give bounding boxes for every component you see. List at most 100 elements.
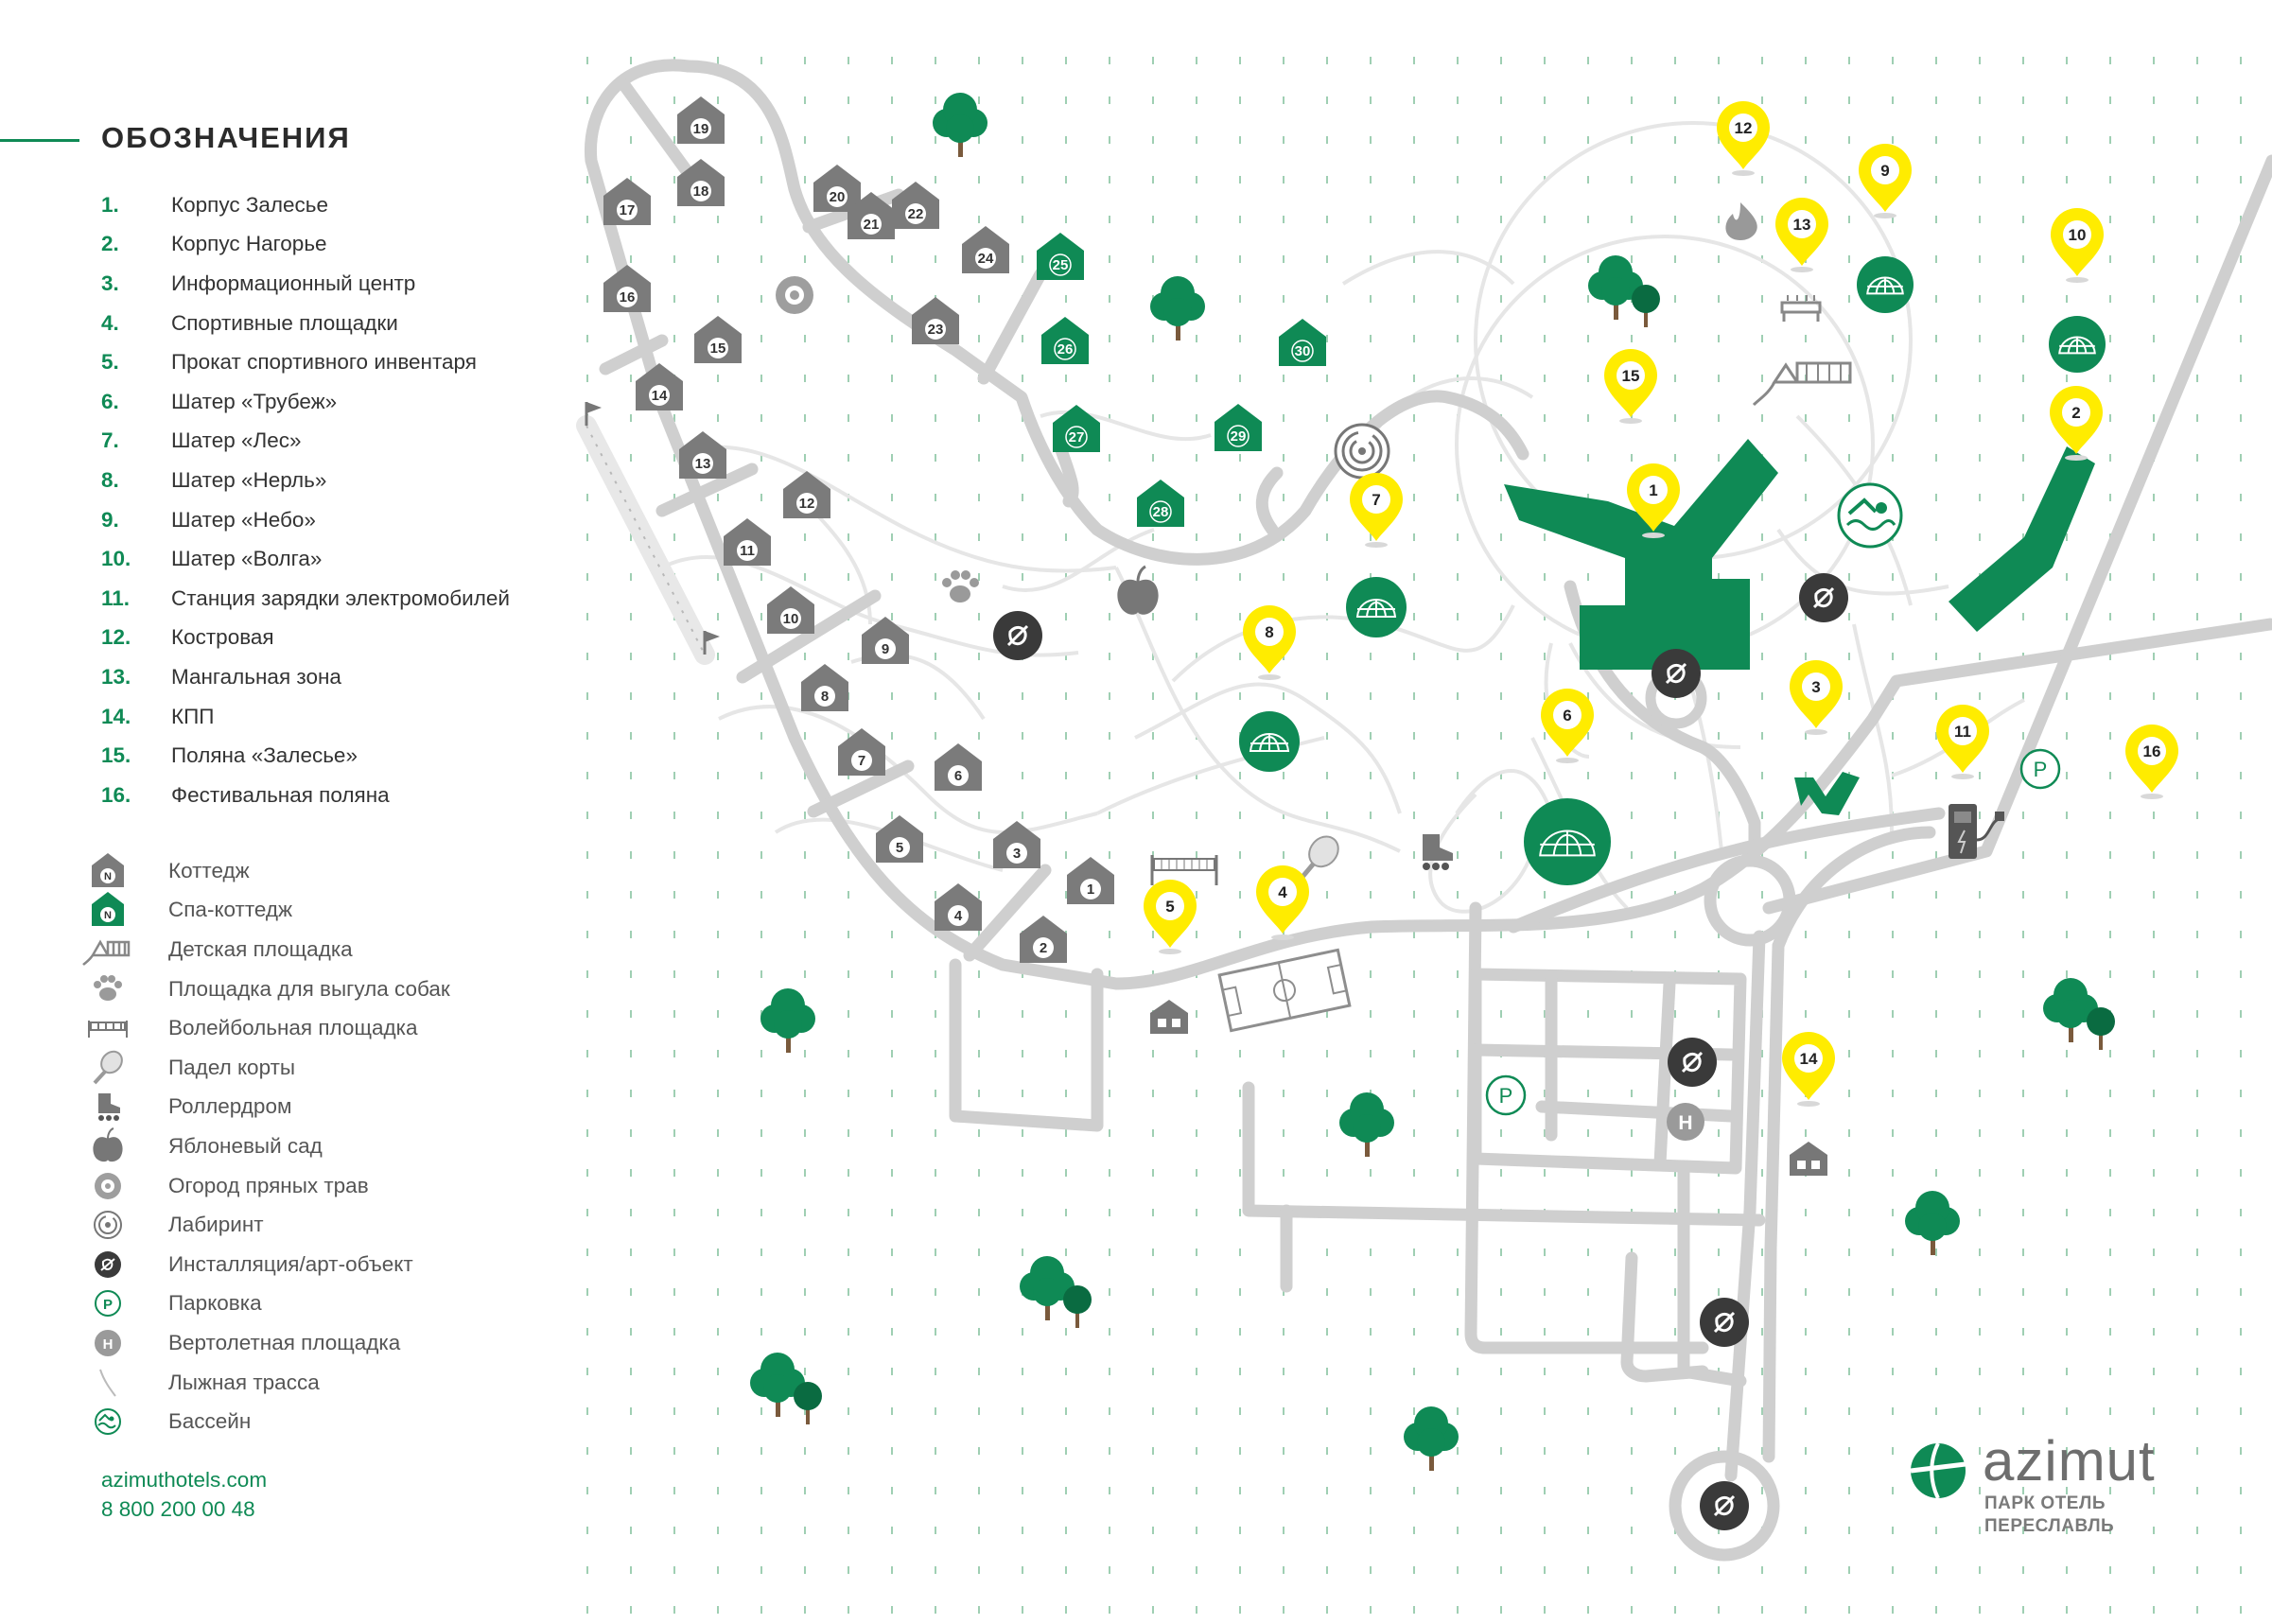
legend-item: 11.Станция зарядки электромобилей	[101, 579, 510, 619]
brand-name: azimut	[1983, 1429, 2156, 1493]
symbol-item-label: Коттедж	[168, 858, 250, 882]
location-pin[interactable]: 8	[1243, 605, 1296, 680]
location-pin[interactable]: 4	[1256, 865, 1309, 940]
art-objects	[993, 573, 1848, 1530]
south-loop	[1669, 1450, 1780, 1562]
pin-number: 11	[1954, 723, 1971, 741]
legend-item-number: 10.	[101, 547, 131, 571]
location-pin[interactable]: 7	[1350, 473, 1403, 548]
ski-track	[576, 402, 720, 665]
legend-item-label: Станция зарядки электромобилей	[171, 585, 510, 610]
symbol-item: Лабиринт	[87, 1205, 450, 1245]
location-pin[interactable]: 9	[1859, 144, 1912, 218]
pin-number: 12	[1735, 119, 1753, 137]
playground-icon	[82, 933, 131, 967]
contacts: azimuthotels.com 8 800 200 00 48	[101, 1465, 267, 1524]
checkpoint-gatehouse	[1790, 1142, 1827, 1176]
legend-item-number: 7.	[101, 428, 119, 453]
location-pin[interactable]: 3	[1790, 660, 1843, 735]
cottage-icon: 21	[848, 192, 895, 239]
cottage-number: 24	[978, 251, 994, 267]
pool-icon	[87, 1405, 129, 1439]
pin-number: 9	[1880, 162, 1889, 180]
location-pin[interactable]: 2	[2050, 386, 2103, 461]
spa-cottage-icon: 27	[1053, 405, 1100, 452]
cottage-number: 8	[821, 689, 829, 705]
tree-icon	[1150, 276, 1205, 341]
cottage-number: 6	[954, 768, 962, 784]
tent-icon	[1346, 577, 1407, 637]
roundabout	[1704, 854, 1796, 947]
cottage-icon: 2	[1020, 916, 1067, 963]
cottage-icon: 4	[935, 883, 982, 931]
volleyball-net	[1150, 855, 1218, 885]
symbol-item-label: Вертолетная площадка	[168, 1330, 401, 1354]
art-object-icon	[993, 611, 1042, 660]
symbol-item: Яблоневый сад	[87, 1126, 450, 1166]
symbol-item: Инсталляция/арт-объект	[87, 1245, 450, 1284]
cottage-number: 30	[1295, 343, 1311, 359]
cottage-number: 26	[1057, 341, 1074, 358]
legend-divider	[0, 139, 79, 142]
cottage-icon: 15	[694, 316, 742, 363]
legend-item: 1.Корпус Залесье	[101, 185, 510, 225]
legend-item-number: 12.	[101, 625, 131, 650]
cottage-number: 2	[1040, 940, 1047, 956]
legend-item: 13.Мангальная зона	[101, 657, 510, 697]
spa-cottage-icon: N	[87, 892, 129, 927]
location-pin[interactable]: 13	[1775, 198, 1828, 272]
cottage-number: 14	[652, 388, 668, 404]
legend-item-number: 15.	[101, 743, 131, 768]
cottage-number: 9	[882, 641, 889, 657]
phone-number[interactable]: 8 800 200 00 48	[101, 1497, 255, 1521]
cottage-icon: 13	[679, 431, 726, 479]
location-pin[interactable]: 16	[2125, 725, 2178, 799]
legend-item: 10.Шатер «Волга»	[101, 539, 510, 579]
tent-icon	[1857, 256, 1914, 313]
dog-park-paw	[942, 570, 979, 602]
paw-icon	[87, 972, 129, 1006]
cottage-icon: 7	[838, 728, 885, 776]
location-pin[interactable]: 5	[1144, 880, 1197, 954]
tents	[1239, 256, 2106, 885]
legend-item: 7.Шатер «Лес»	[101, 422, 510, 462]
brand-subtitle: ПАРК ОТЕЛЬ ПЕРЕСЛАВЛЬ	[1984, 1493, 2114, 1538]
tree-icon	[760, 988, 815, 1053]
legend-item-number: 4.	[101, 310, 119, 335]
spa-cottage-icon: 29	[1215, 404, 1262, 451]
cottage-icon: 5	[876, 815, 923, 863]
tree-icon	[933, 93, 987, 157]
symbol-item: Детская площадка	[82, 930, 450, 969]
legend-item-label: Спортивные площадки	[171, 310, 398, 335]
legend-item-label: Шатер «Трубеж»	[171, 389, 338, 413]
location-pin[interactable]: 6	[1541, 689, 1594, 763]
cottage-number: 12	[799, 496, 815, 512]
tree-icon	[1339, 1092, 1394, 1157]
spa-cottage-icon: 25	[1037, 233, 1084, 280]
cottage-number: 3	[1013, 846, 1021, 862]
location-pin[interactable]: 1	[1627, 463, 1680, 538]
padel-racket-icon	[87, 1050, 129, 1085]
location-pin[interactable]: 15	[1604, 349, 1657, 424]
location-pin[interactable]: 11	[1936, 705, 1989, 779]
legend-item: 4. Спортивные площадки	[101, 304, 510, 343]
legend-item: 12.Костровая	[101, 619, 510, 658]
location-pin[interactable]: 10	[2051, 208, 2104, 283]
website-link[interactable]: azimuthotels.com	[101, 1468, 268, 1492]
cottage-number: 29	[1231, 428, 1247, 445]
location-pin[interactable]: 14	[1782, 1032, 1835, 1107]
art-object-icon	[1700, 1481, 1749, 1530]
cottage-icon: 20	[813, 165, 861, 212]
cottage-number: 11	[740, 543, 755, 559]
spa-cottage-icon: 28	[1137, 480, 1184, 527]
pin-number: 5	[1165, 898, 1174, 916]
parking-icon: P	[1485, 1074, 1527, 1116]
symbol-item: Площадка для выгула собак	[87, 969, 450, 1009]
tent-icon	[1239, 711, 1300, 772]
location-pin[interactable]: 12	[1717, 101, 1770, 176]
tree-icon	[1588, 255, 1660, 327]
